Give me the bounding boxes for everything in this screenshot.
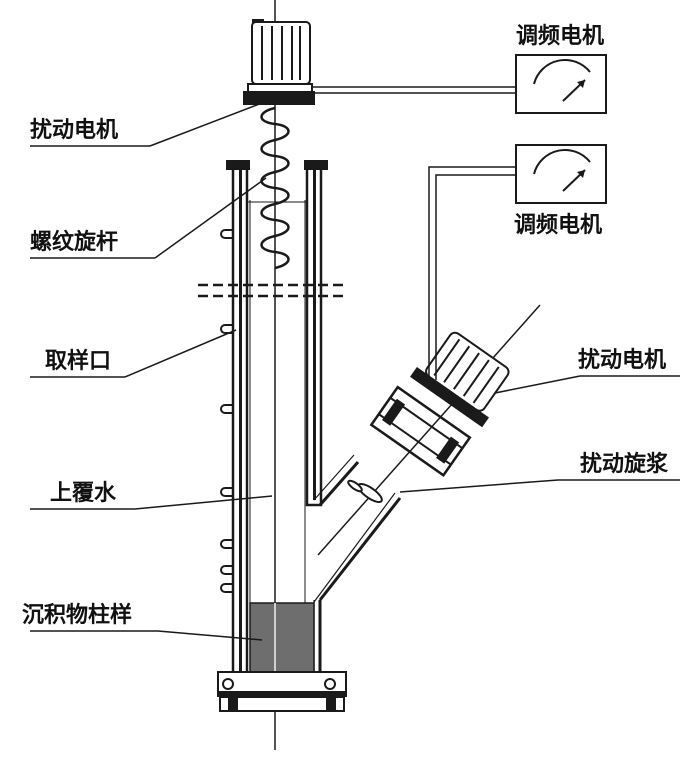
sediment-core (249, 602, 315, 676)
sampling-ports (220, 229, 233, 593)
vfd-bottom (515, 144, 607, 204)
label-motor-side: 扰动电机 (578, 348, 667, 373)
label-paddle: 扰动旋浆 (580, 452, 669, 477)
top-motor (243, 19, 315, 105)
screw-rod (260, 106, 290, 270)
label-motor-top: 扰动电机 (30, 118, 119, 143)
wires (312, 86, 516, 380)
side-branch (313, 304, 541, 603)
side-motor (410, 331, 510, 428)
label-sediment-core: 沉积物柱样 (22, 603, 133, 628)
label-sampling-port: 取样口 (45, 349, 112, 374)
column-base (217, 671, 347, 712)
leader-lines (30, 102, 680, 641)
vfd-top (515, 54, 607, 114)
label-vfd-top: 调频电机 (516, 24, 605, 49)
label-screw-rod: 螺纹旋杆 (30, 230, 119, 255)
label-vfd-bottom: 调频电机 (514, 213, 603, 238)
main-column (198, 0, 348, 750)
label-overlying-water: 上覆水 (50, 481, 117, 506)
